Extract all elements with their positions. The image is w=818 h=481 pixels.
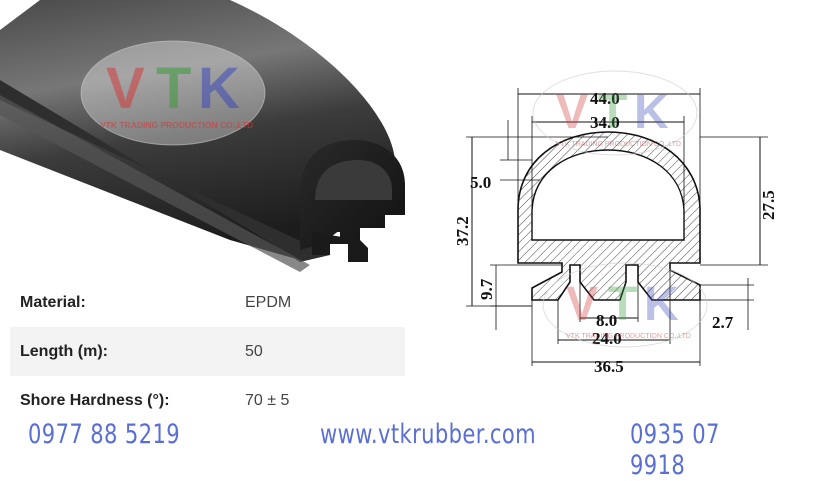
spec-value: EPDM <box>245 293 292 311</box>
svg-text:36.5: 36.5 <box>594 357 624 376</box>
spec-value: 70 ± 5 <box>245 391 290 409</box>
svg-text:8.0: 8.0 <box>596 311 617 330</box>
svg-text:24.0: 24.0 <box>592 329 622 348</box>
phone-left[interactable]: 0977 88 5219 <box>28 419 181 450</box>
svg-text:2.7: 2.7 <box>712 313 734 332</box>
spec-label: Shore Hardness (°): <box>20 391 170 409</box>
spec-label: Material: <box>20 293 86 311</box>
svg-text:44.0: 44.0 <box>590 89 620 108</box>
cross-section-drawing: 44.0 34.0 37.2 5.0 9.7 27.5 2.7 <box>430 60 818 380</box>
contact-footer: 0977 88 5219 www.vtkrubber.com 0935 07 9… <box>0 419 818 481</box>
spec-row-length: Length (m): 50 <box>10 327 405 376</box>
spec-row-hardness: Shore Hardness (°): 70 ± 5 <box>10 376 405 425</box>
spec-table: Material: EPDM Length (m): 50 Shore Hard… <box>10 278 405 425</box>
svg-text:37.2: 37.2 <box>453 216 472 246</box>
spec-label: Length (m): <box>20 342 108 360</box>
phone-right[interactable]: 0935 07 9918 <box>630 419 720 481</box>
website-link[interactable]: www.vtkrubber.com <box>320 419 537 450</box>
svg-text:27.5: 27.5 <box>759 190 778 220</box>
svg-text:9.7: 9.7 <box>477 278 496 300</box>
spec-value: 50 <box>245 342 263 360</box>
svg-text:34.0: 34.0 <box>590 113 620 132</box>
product-photo <box>0 0 430 280</box>
svg-text:5.0: 5.0 <box>470 173 491 192</box>
spec-row-material: Material: EPDM <box>10 278 405 327</box>
